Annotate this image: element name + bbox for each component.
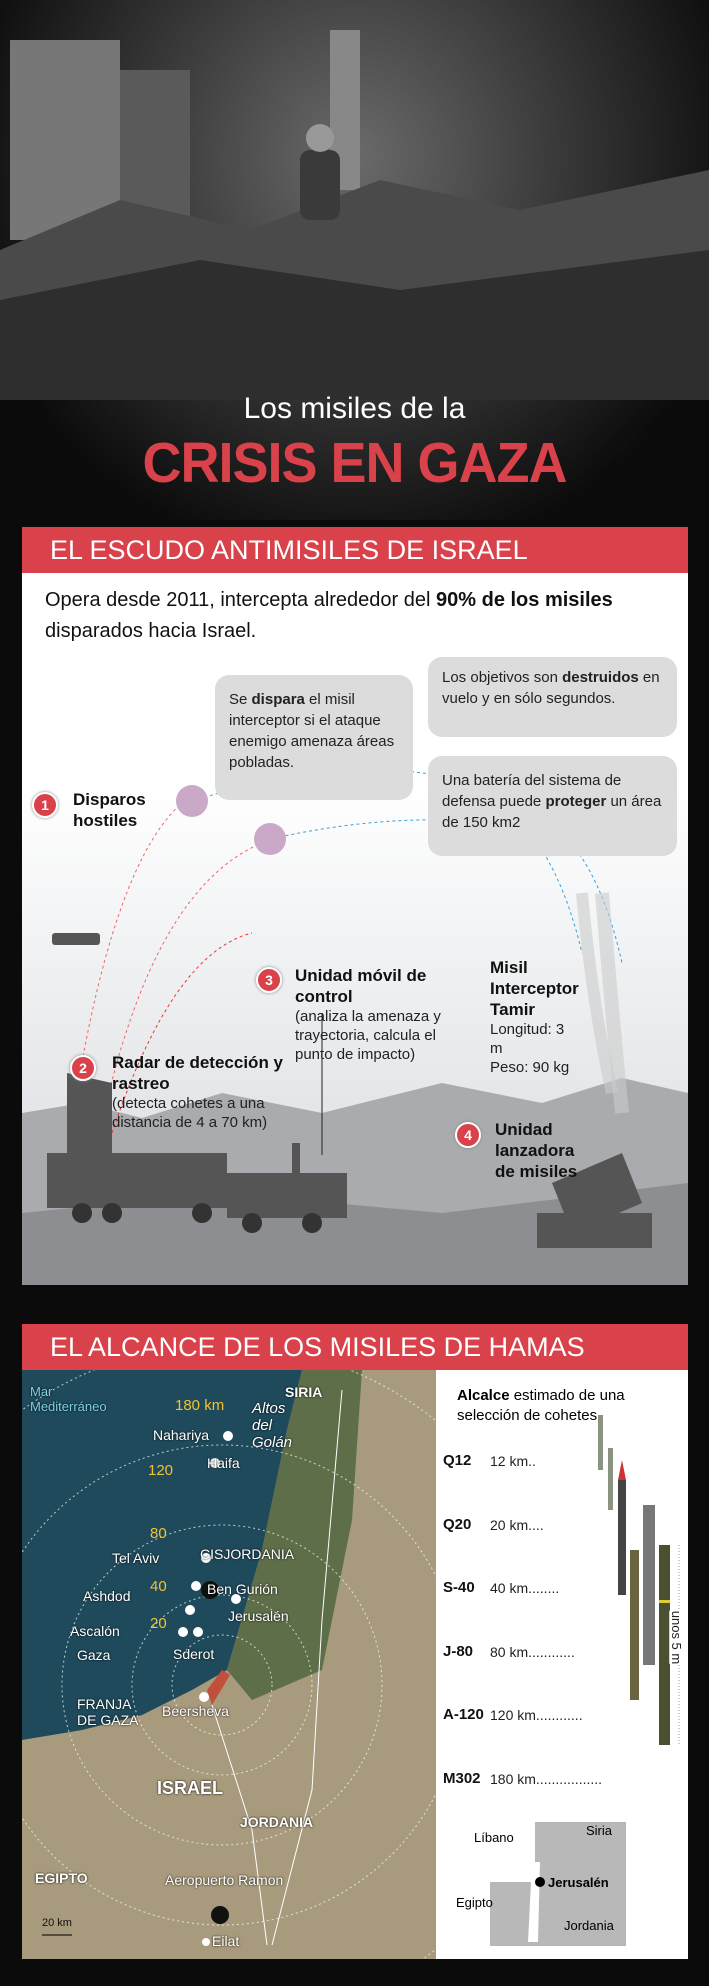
- hero-photo: [0, 0, 709, 520]
- range-q20: 20 km....: [490, 1517, 544, 1533]
- explosion-icon: [176, 785, 208, 817]
- step-badge-2: 2: [70, 1055, 96, 1081]
- rocket-m302: M302: [443, 1770, 481, 1787]
- step-badge-3: 3: [256, 967, 282, 993]
- iron-dome-diagram: [22, 573, 688, 1285]
- airport-icon: [201, 1581, 219, 1599]
- step-2: Radar de detección y rastreo(detecta coh…: [112, 1053, 284, 1131]
- range-map: Mar Mediterráneo 180 km 120 80 40 20 Nah…: [22, 1370, 436, 1959]
- rocket-s40: S-40: [443, 1579, 475, 1596]
- city-beersheva: Beersheva: [162, 1703, 229, 1719]
- title-line1: Los misiles de la: [243, 392, 466, 425]
- step-badge-1: 1: [32, 792, 58, 818]
- rocket-legend: Alcalce estimado de una selección de coh…: [436, 1370, 688, 1959]
- ring-120: 120: [148, 1462, 174, 1479]
- ring-180: 180 km: [175, 1397, 225, 1414]
- city-jerusalen: Jerusalén: [228, 1608, 289, 1624]
- map-graphics: [22, 1370, 436, 1959]
- city-ashdod: Ashdod: [83, 1588, 131, 1604]
- city-gaza: Gaza: [77, 1647, 111, 1663]
- region-israel: ISRAEL: [157, 1778, 224, 1798]
- inset-jordania: Jordania: [564, 1918, 614, 1933]
- inset-egipto: Egipto: [456, 1895, 493, 1910]
- title-main: CRISIS EN GAZA: [142, 431, 567, 495]
- region-jordania: JORDANIA: [240, 1814, 314, 1830]
- step-title-1: Disparos hostiles: [73, 790, 146, 830]
- legend-title: Alcalce estimado de una selección de coh…: [457, 1387, 625, 1424]
- rocket-a120-icon: [643, 1505, 655, 1665]
- diagram-graphics: [22, 768, 688, 1285]
- city-ramon-airport: Aeropuerto Ramon: [165, 1872, 284, 1888]
- rocket-j80-icon: [630, 1550, 639, 1700]
- ring-20: 20: [150, 1615, 167, 1632]
- rocket-j80: J-80: [443, 1643, 474, 1660]
- rocket-q12: Q12: [443, 1452, 472, 1469]
- label-sea: Mar Mediterráneo: [30, 1384, 107, 1414]
- section2-header: EL ALCANCE DE LOS MISILES DE HAMAS: [22, 1324, 688, 1370]
- city-nahariya: Nahariya: [153, 1427, 210, 1443]
- region-gaza-strip: FRANJA DE GAZA: [77, 1696, 139, 1728]
- city-eilat: Eilat: [212, 1933, 240, 1949]
- bubble-fire: Se dispara el misil interceptor si el at…: [215, 675, 413, 800]
- range-m302: 180 km.................: [490, 1771, 603, 1787]
- step-3: Unidad móvil de control(analiza la amena…: [295, 966, 441, 1063]
- rocket-q12-icon: [598, 1415, 603, 1470]
- rocket-illustrations: [598, 1415, 680, 1745]
- step-title-4: Unidad lanzadora de misiles: [495, 1120, 578, 1181]
- rocket-s40-icon: [618, 1480, 626, 1595]
- intro-text: Opera desde 2011, intercepta alrededor d…: [45, 589, 613, 642]
- rocket-q20-icon: [608, 1448, 613, 1510]
- rocket-a120: A-120: [443, 1706, 484, 1723]
- region-egipto: EGIPTO: [35, 1870, 88, 1886]
- city-ascalon: Ascalón: [70, 1623, 120, 1639]
- city-tel-aviv: Tel Aviv: [112, 1550, 160, 1566]
- rocket-q20: Q20: [443, 1516, 472, 1533]
- range-a120: 120 km............: [490, 1707, 583, 1723]
- range-s40: 40 km........: [490, 1580, 560, 1596]
- section1-header: EL ESCUDO ANTIMISILES DE ISRAEL: [22, 527, 688, 573]
- inset-jerusalen: Jerusalén: [548, 1875, 609, 1890]
- region-golan: Altos del Golán: [252, 1400, 293, 1451]
- step-badge-4: 4: [455, 1122, 481, 1148]
- region-siria: SIRIA: [285, 1384, 323, 1400]
- region-cisjordania: CISJORDANIA: [200, 1546, 295, 1562]
- ring-80: 80: [150, 1525, 167, 1542]
- size-note: unos 5 m: [669, 1610, 685, 1665]
- ring-40: 40: [150, 1578, 167, 1595]
- inset-libano: Líbano: [474, 1830, 514, 1845]
- scale-bar: 20 km: [42, 1917, 72, 1929]
- bubble-destroy: Los objetivos son destruidos en vuelo y …: [428, 657, 677, 737]
- city-ben-gurion: Ben Gurión: [207, 1581, 278, 1597]
- city-sderot: Sderot: [173, 1646, 215, 1662]
- bubble-protect: Una batería del sistema de defensa puede…: [428, 756, 677, 856]
- city-haifa: Haifa: [207, 1455, 240, 1471]
- rocket-m302-icon: [659, 1545, 670, 1745]
- range-q12: 12 km..: [490, 1453, 536, 1469]
- range-j80: 80 km............: [490, 1644, 575, 1660]
- inset-locator-map: [490, 1822, 626, 1946]
- inset-siria: Siria: [586, 1823, 613, 1838]
- rubble-illustration: [0, 30, 709, 400]
